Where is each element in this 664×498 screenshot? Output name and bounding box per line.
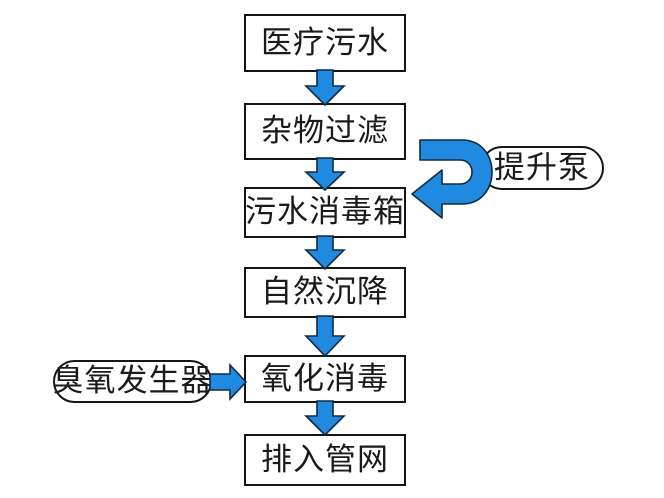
node-label: 排入管网 [261, 441, 389, 478]
node-label: 提升泵 [494, 149, 590, 186]
node-ozone-generator[interactable]: 臭氧发生器 [53, 360, 212, 403]
node-label: 污水消毒箱 [245, 194, 405, 230]
node-label: 氧化消毒 [261, 360, 389, 397]
node-label: 自然沉降 [261, 274, 389, 310]
node-label: 杂物过滤 [261, 113, 389, 149]
node-medical-wastewater[interactable]: 医疗污水 [244, 14, 406, 72]
node-oxidation-disinfection[interactable]: 氧化消毒 [244, 355, 406, 403]
arrow-oxidation-to-discharge [300, 400, 350, 437]
arrow-disinfection-to-settling [300, 235, 350, 271]
arrow-ozone-to-oxidation [209, 362, 248, 402]
node-sewage-disinfection-tank[interactable]: 污水消毒箱 [244, 187, 406, 238]
node-lift-pump[interactable]: 提升泵 [480, 146, 604, 190]
arrow-medical-to-filter [300, 69, 350, 107]
node-label: 臭氧发生器 [52, 363, 213, 399]
node-label: 医疗污水 [261, 24, 389, 61]
arrow-settling-to-oxidation [300, 315, 350, 358]
node-natural-settling[interactable]: 自然沉降 [244, 267, 406, 318]
node-debris-filter[interactable]: 杂物过滤 [244, 103, 406, 160]
node-discharge-to-pipe-network[interactable]: 排入管网 [244, 434, 406, 486]
arrow-filter-to-disinfection [300, 157, 350, 192]
arrow-lift-pump-uturn [404, 132, 504, 222]
